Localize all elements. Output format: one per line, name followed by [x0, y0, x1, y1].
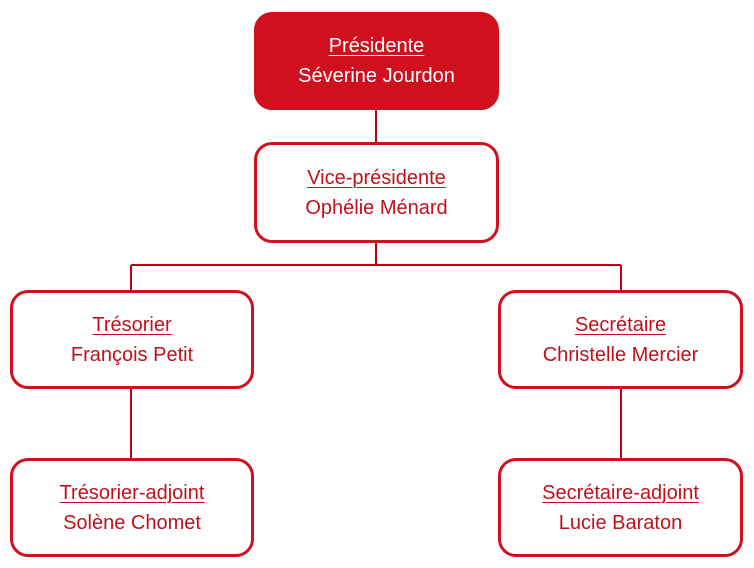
node-person-name: Christelle Mercier [542, 343, 699, 366]
node-person-name: François Petit [70, 343, 194, 366]
node-role: Trésorier-adjoint [59, 481, 205, 504]
node-role: Présidente [328, 35, 425, 57]
node-person-name: Solène Chomet [63, 511, 201, 534]
node-person-name: Lucie Baraton [558, 511, 683, 534]
node-secretary: Secrétaire Christelle Mercier [498, 290, 743, 389]
node-treasurer: Trésorier François Petit [10, 290, 254, 389]
node-role: Secrétaire [574, 313, 667, 336]
node-treasurer-deputy: Trésorier-adjoint Solène Chomet [10, 458, 254, 557]
node-role: Secrétaire-adjoint [542, 481, 699, 504]
node-role: Vice-présidente [307, 166, 446, 189]
node-person-name: Séverine Jourdon [298, 65, 455, 87]
node-role: Trésorier [92, 313, 172, 336]
node-vice-president: Vice-présidente Ophélie Ménard [254, 142, 499, 243]
node-secretary-deputy: Secrétaire-adjoint Lucie Baraton [498, 458, 743, 557]
node-president: Présidente Séverine Jourdon [254, 12, 499, 110]
node-person-name: Ophélie Ménard [305, 196, 448, 219]
